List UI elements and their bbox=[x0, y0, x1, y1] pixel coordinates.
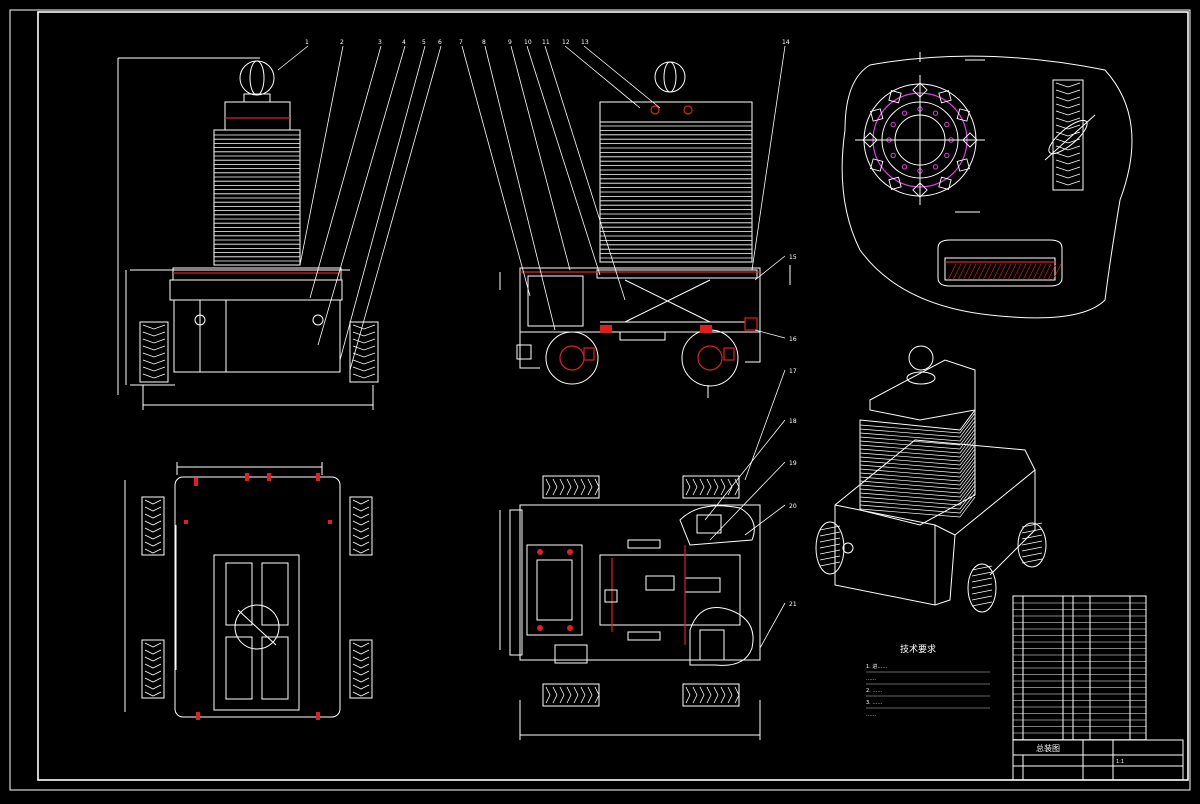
plan-section-view bbox=[499, 475, 761, 740]
technical-notes: 技术要求 1. 进…… …… 2. …… 3. …… …… bbox=[866, 643, 990, 718]
balloon-2: 2 bbox=[340, 39, 344, 46]
balloon-3: 3 bbox=[378, 39, 382, 46]
balloon-12: 12 bbox=[562, 39, 570, 46]
wheel-right bbox=[349, 321, 379, 383]
balloon-16: 16 bbox=[789, 336, 797, 343]
balloon-18: 18 bbox=[789, 418, 797, 425]
balloon-21: 21 bbox=[789, 601, 797, 608]
tech-note-2: …… bbox=[866, 676, 876, 682]
outer-border bbox=[9, 9, 1191, 791]
side-section-view bbox=[499, 61, 791, 398]
balloon-7: 7 bbox=[459, 39, 463, 46]
balloon-10: 10 bbox=[524, 39, 532, 46]
balloon-17: 17 bbox=[789, 368, 797, 375]
balloon-5: 5 bbox=[422, 39, 426, 46]
parts-list-table bbox=[1012, 595, 1147, 741]
drawing-scale: 1:1 bbox=[1116, 759, 1124, 765]
balloon-11: 11 bbox=[542, 39, 550, 46]
balloon-14: 14 bbox=[782, 39, 790, 46]
tech-note-3: 2. …… bbox=[866, 688, 882, 694]
balloon-4: 4 bbox=[402, 39, 406, 46]
drawing-name: 总装图 bbox=[1036, 743, 1060, 753]
balloon-9: 9 bbox=[508, 39, 512, 46]
front-view bbox=[117, 57, 379, 410]
title-block: 总装图 1:1 bbox=[1012, 739, 1184, 781]
inner-frame bbox=[37, 11, 1189, 781]
top-view bbox=[124, 462, 373, 720]
balloon-19: 19 bbox=[789, 460, 797, 467]
isometric-view bbox=[815, 345, 1047, 613]
balloon-1: 1 bbox=[305, 39, 309, 46]
tech-note-1: 1. 进…… bbox=[866, 663, 887, 670]
tech-notes-title: 技术要求 bbox=[900, 643, 936, 655]
tech-note-5: …… bbox=[866, 712, 876, 718]
balloon-6: 6 bbox=[438, 39, 442, 46]
balloon-8: 8 bbox=[482, 39, 486, 46]
tech-note-4: 3. …… bbox=[866, 700, 882, 706]
bellows bbox=[213, 129, 301, 266]
balloon-13: 13 bbox=[581, 39, 589, 46]
wheel-detail-view bbox=[841, 52, 1133, 319]
wheel-left bbox=[139, 321, 169, 383]
balloon-20: 20 bbox=[789, 503, 797, 510]
balloon-15: 15 bbox=[789, 254, 797, 261]
